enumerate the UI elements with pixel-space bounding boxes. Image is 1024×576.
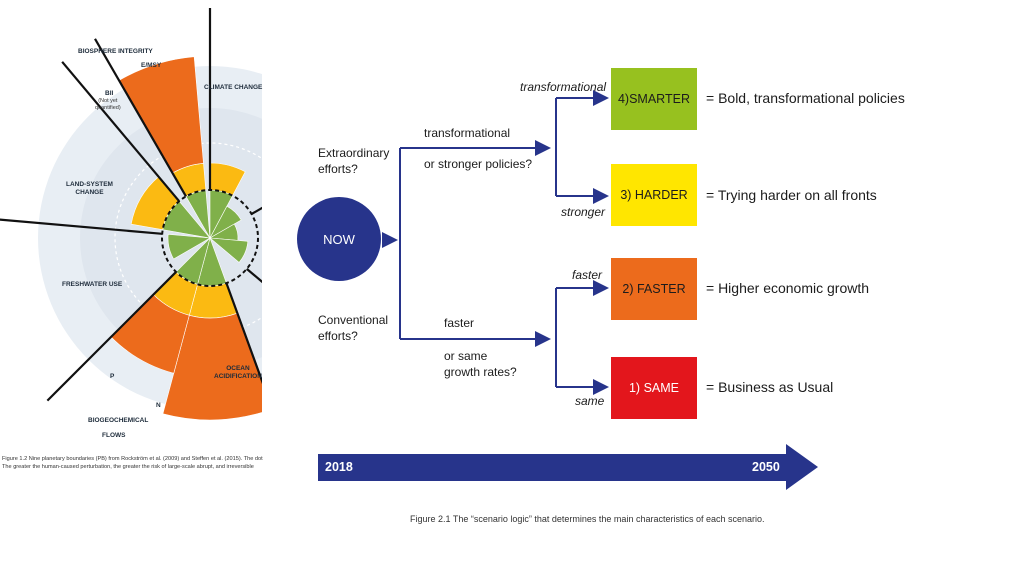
tag-stronger: stronger [561, 205, 606, 219]
freshwater-safe-wedge [167, 234, 211, 260]
scenario-desc-same: = Business as Usual [706, 379, 834, 395]
climate-uncertain-wedge [209, 162, 246, 197]
label-bii: BII [105, 90, 114, 97]
scenario-desc-smarter: = Bold, transformational policies [706, 90, 905, 106]
timeline-end: 2050 [752, 460, 780, 474]
scenario-label-same: 1) SAME [628, 381, 679, 395]
label-p: P [110, 373, 115, 380]
scenario-desc-harder: = Trying harder on all fronts [706, 187, 877, 203]
label-climate-change: CLIMATE CHANGE [204, 84, 263, 91]
lower-question: Conventional efforts? [318, 313, 389, 343]
label-not-quantified: (Not yet quantified) [95, 98, 121, 111]
lower-branch-bottom-label: or same growth rates? [444, 349, 517, 379]
label-flows: FLOWS [102, 432, 126, 439]
scenario-label-faster: 2) FASTER [622, 282, 686, 296]
label-n: N [156, 402, 161, 409]
tag-faster: faster [572, 268, 603, 282]
scenario-box-same: 1) SAME [611, 357, 697, 419]
boundary-line-4 [225, 282, 262, 385]
label-ocean-acidification: OCEAN ACIDIFICATION [214, 365, 262, 381]
emsy-high-risk-wedge [118, 56, 204, 174]
label-biogeochemical: BIOGEOCHEMICAL [88, 417, 149, 424]
label-emsy: E/MSY [141, 62, 162, 69]
figure-caption: Figure 2.1 The “scenario logic” that det… [410, 514, 765, 524]
scenario-box-faster: 2) FASTER [611, 258, 697, 320]
aerosol-safe-wedge [209, 237, 249, 263]
left-figure-caption-line1: Figure 1.2 Nine planetary boundaries (PB… [2, 456, 263, 462]
timeline-arrow [318, 444, 818, 490]
lower-branch-top-label: faster [444, 316, 475, 330]
scenario-desc-faster: = Higher economic growth [706, 280, 870, 296]
upper-question: Extraordinary efforts? [318, 146, 390, 176]
boundary-line-6 [0, 218, 163, 235]
boundary-line-7 [61, 61, 180, 202]
label-land-system-change: LAND-SYSTEM CHANGE [66, 181, 113, 197]
tag-transformational: transformational [520, 80, 607, 94]
scenario-box-smarter: 4)SMARTER [611, 68, 697, 130]
scenario-label-harder: 3) HARDER [620, 188, 688, 202]
boundary-line-0 [94, 38, 187, 197]
upper-branch-bottom-label: or stronger policies? [424, 157, 533, 171]
upper-branch-top-label: transformational [424, 126, 511, 140]
label-freshwater-use: FRESHWATER USE [62, 281, 123, 288]
tag-same: same [575, 394, 605, 408]
now-label: NOW [323, 231, 355, 247]
scenario-box-harder: 3) HARDER [611, 164, 697, 226]
n-high-risk-wedge [162, 312, 262, 421]
now-circle: NOW [297, 197, 381, 281]
left-figure-caption-line2: The greater the human-caused perturbatio… [2, 464, 254, 470]
planetary-boundaries-figure [0, 8, 262, 421]
boundary-line-5 [46, 271, 177, 402]
label-biosphere-integrity: BIOSPHERE INTEGRITY [78, 48, 153, 55]
timeline-start: 2018 [325, 460, 353, 474]
scenario-label-smarter: 4)SMARTER [617, 92, 690, 106]
